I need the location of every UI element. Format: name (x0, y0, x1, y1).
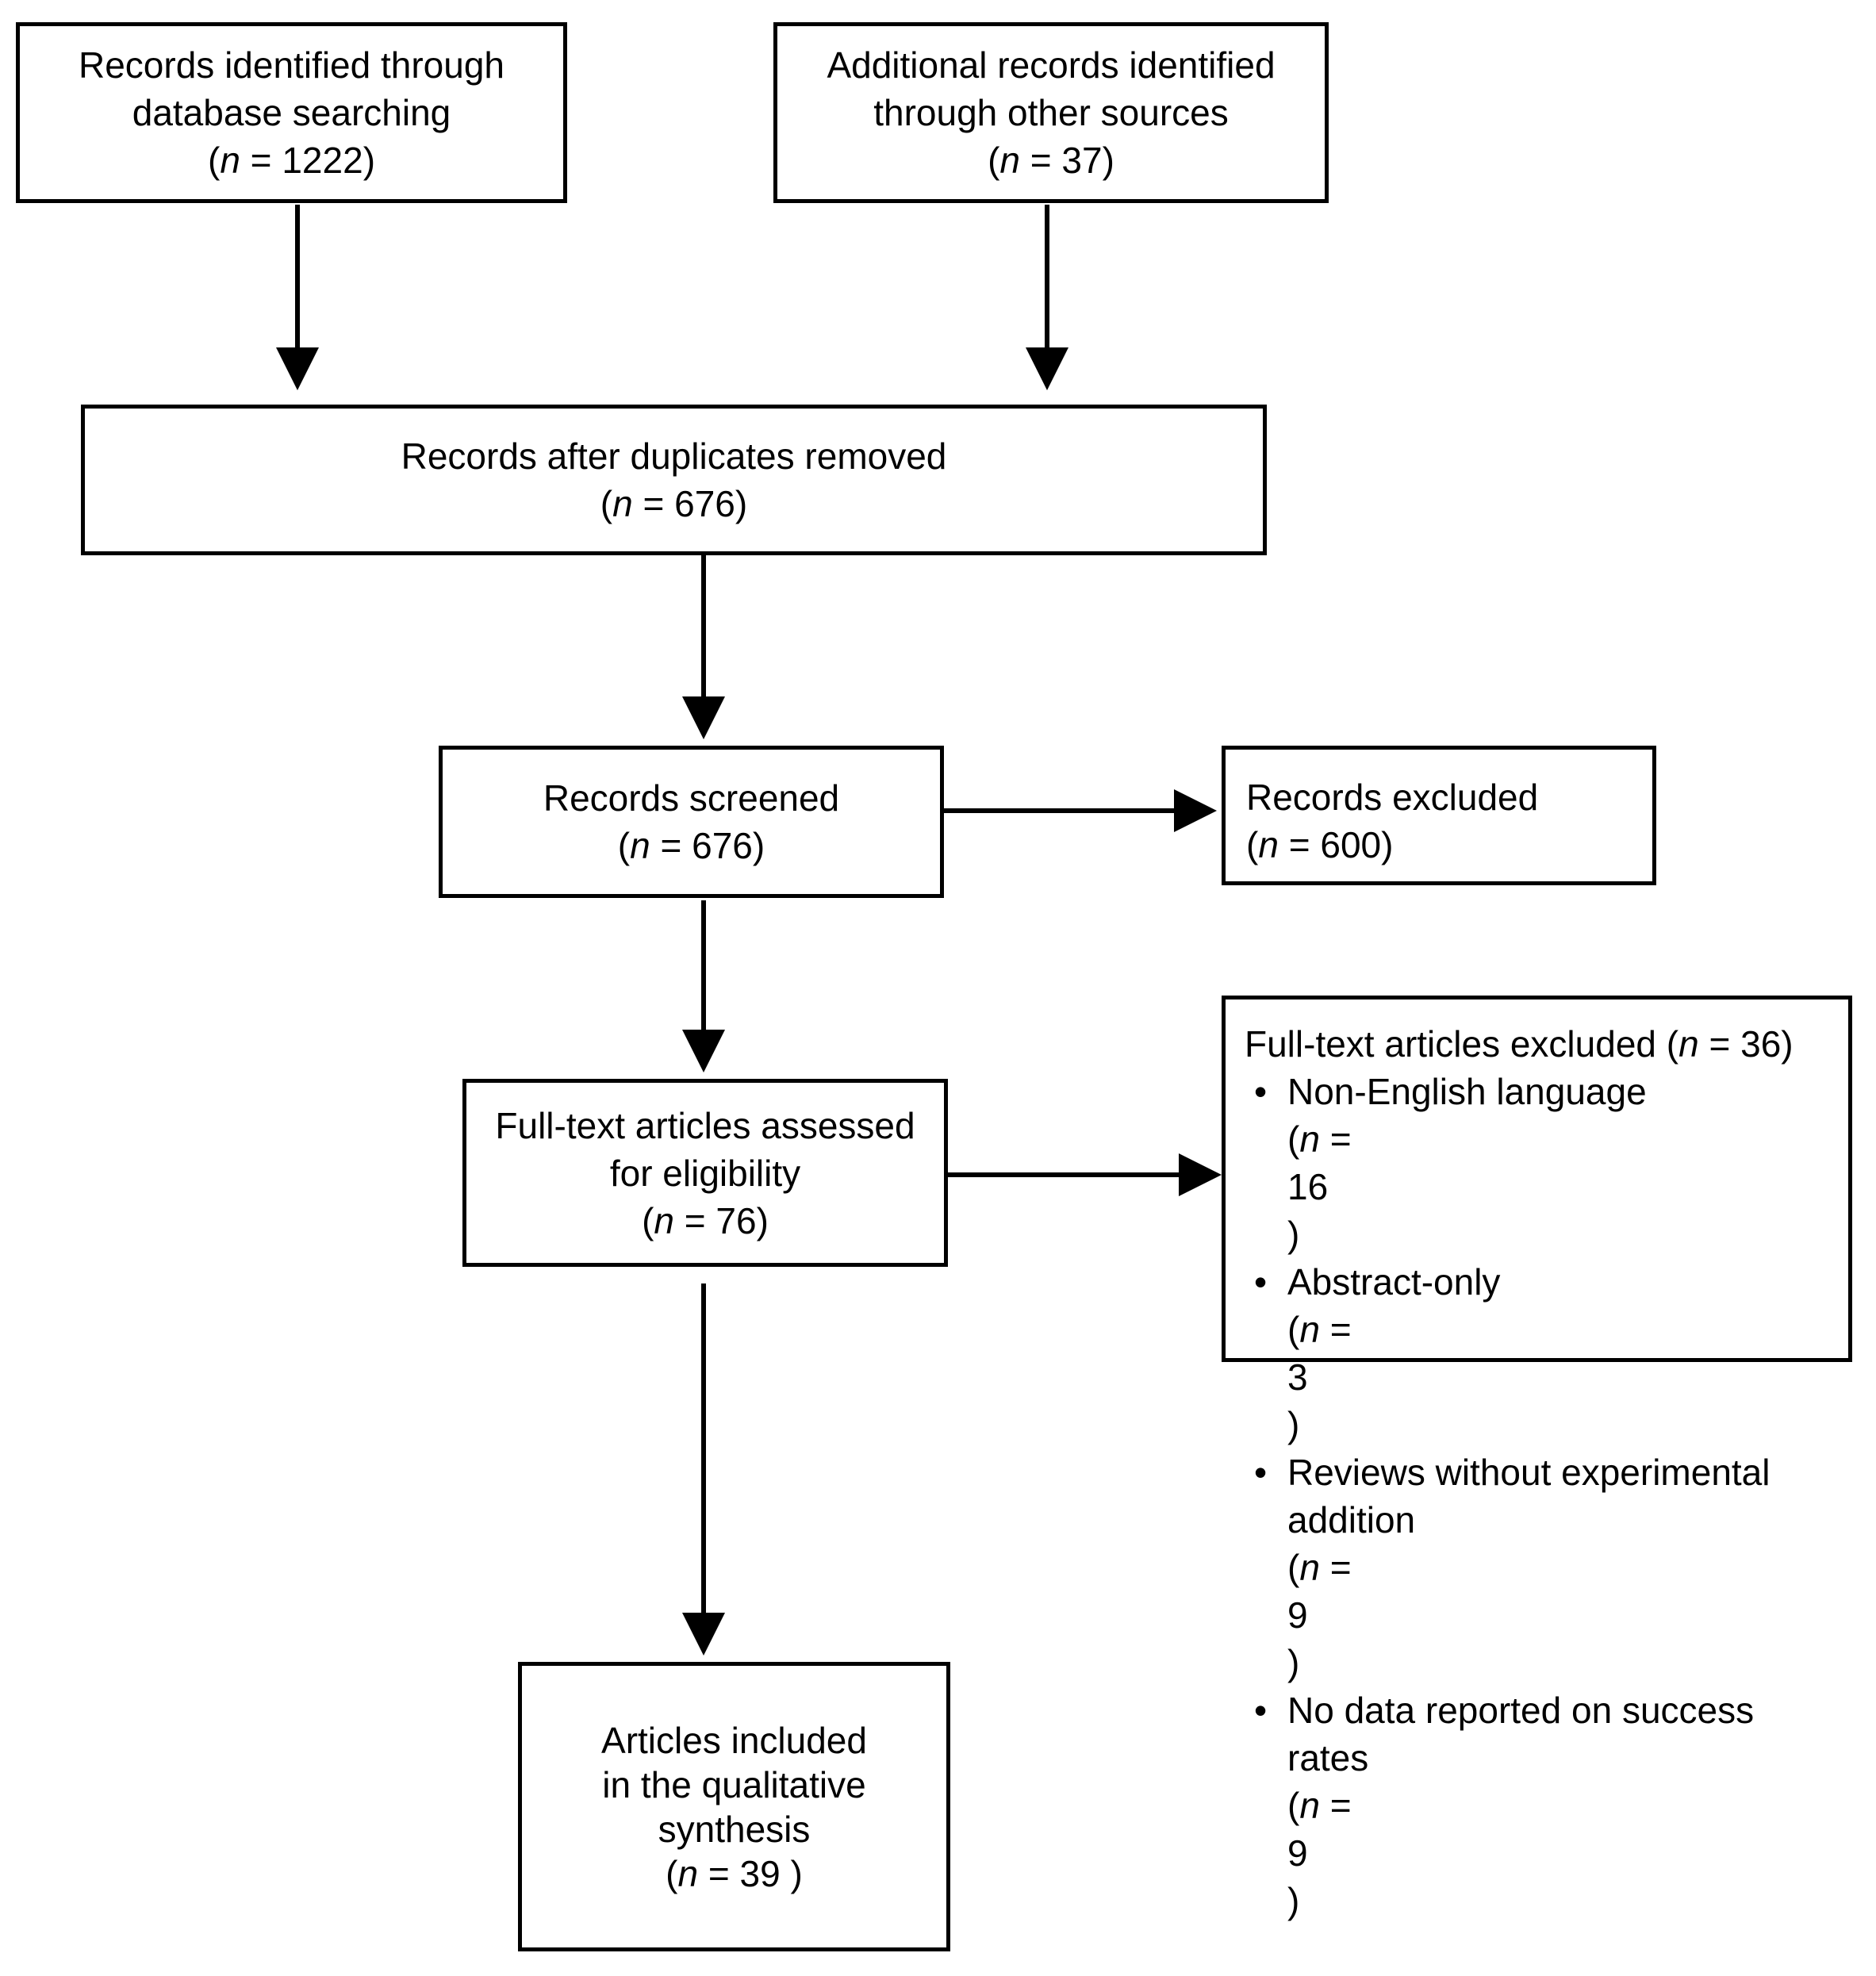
box-text-line: synthesis (658, 1808, 811, 1850)
count-label: (n = 676) (617, 825, 765, 866)
list-item: No data reported on success rates (n = 9… (1245, 1686, 1848, 1924)
arrowhead-db (276, 347, 319, 390)
exclusion-reasons-list: Non-English language (n = 16) Abstract-o… (1245, 1068, 1848, 1924)
box-text-line: Records excluded (1246, 777, 1539, 818)
count-label: (n = 76) (642, 1199, 769, 1241)
records-excluded-box: Records excluded (n = 600) (1222, 746, 1656, 885)
fulltext-excluded-box: Full-text articles excluded (n = 36) Non… (1222, 996, 1852, 1921)
box-text-line: Articles included (601, 1719, 867, 1761)
box-text-line: database searching (132, 92, 451, 133)
fulltext-excluded-title: Full-text articles excluded (n = 36) (1245, 1023, 1794, 1065)
box-text-line: Records screened (543, 777, 840, 819)
box-text-line: through other sources (873, 92, 1229, 133)
box-text-line: Records after duplicates removed (401, 435, 947, 477)
fulltext-assessed-box: Full-text articles assessed for eligibil… (462, 1079, 948, 1267)
box-text-line: Full-text articles assessed (495, 1104, 915, 1146)
records-after-duplicates-box: Records after duplicates removed (n = 67… (81, 405, 1267, 555)
list-item: Abstract-only (n = 3) (1245, 1258, 1848, 1448)
box-text-line: for eligibility (609, 1152, 801, 1194)
arrowhead-ftexcluded (1179, 1153, 1222, 1196)
records-screened-box: Records screened (n = 676) (439, 746, 944, 898)
count-label: (n = 37) (988, 140, 1114, 181)
arrowhead-included (682, 1613, 725, 1656)
records-identified-other-box: Additional records identified through ot… (773, 22, 1329, 203)
count-label: (n = 39 ) (666, 1852, 803, 1894)
count-label: (n = 676) (600, 483, 748, 524)
box-text-line: in the qualitative (602, 1763, 866, 1805)
box-text-line: Additional records identified (827, 44, 1276, 86)
records-identified-database-box: Records identified through database sear… (16, 22, 567, 203)
box-text-line: Records identified through (79, 44, 504, 86)
arrowhead-other (1026, 347, 1068, 390)
count-label: (n = 600) (1246, 824, 1394, 865)
arrowhead-excluded (1174, 789, 1217, 832)
articles-included-box: Articles included in the qualitative syn… (518, 1662, 950, 1951)
arrowhead-dedup (682, 696, 725, 739)
count-label: (n = 1222) (207, 140, 376, 181)
arrowhead-fulltext (682, 1030, 725, 1072)
list-item: Non-English language (n = 16) (1245, 1068, 1848, 1258)
list-item: Reviews without experimental addition (n… (1245, 1448, 1848, 1686)
